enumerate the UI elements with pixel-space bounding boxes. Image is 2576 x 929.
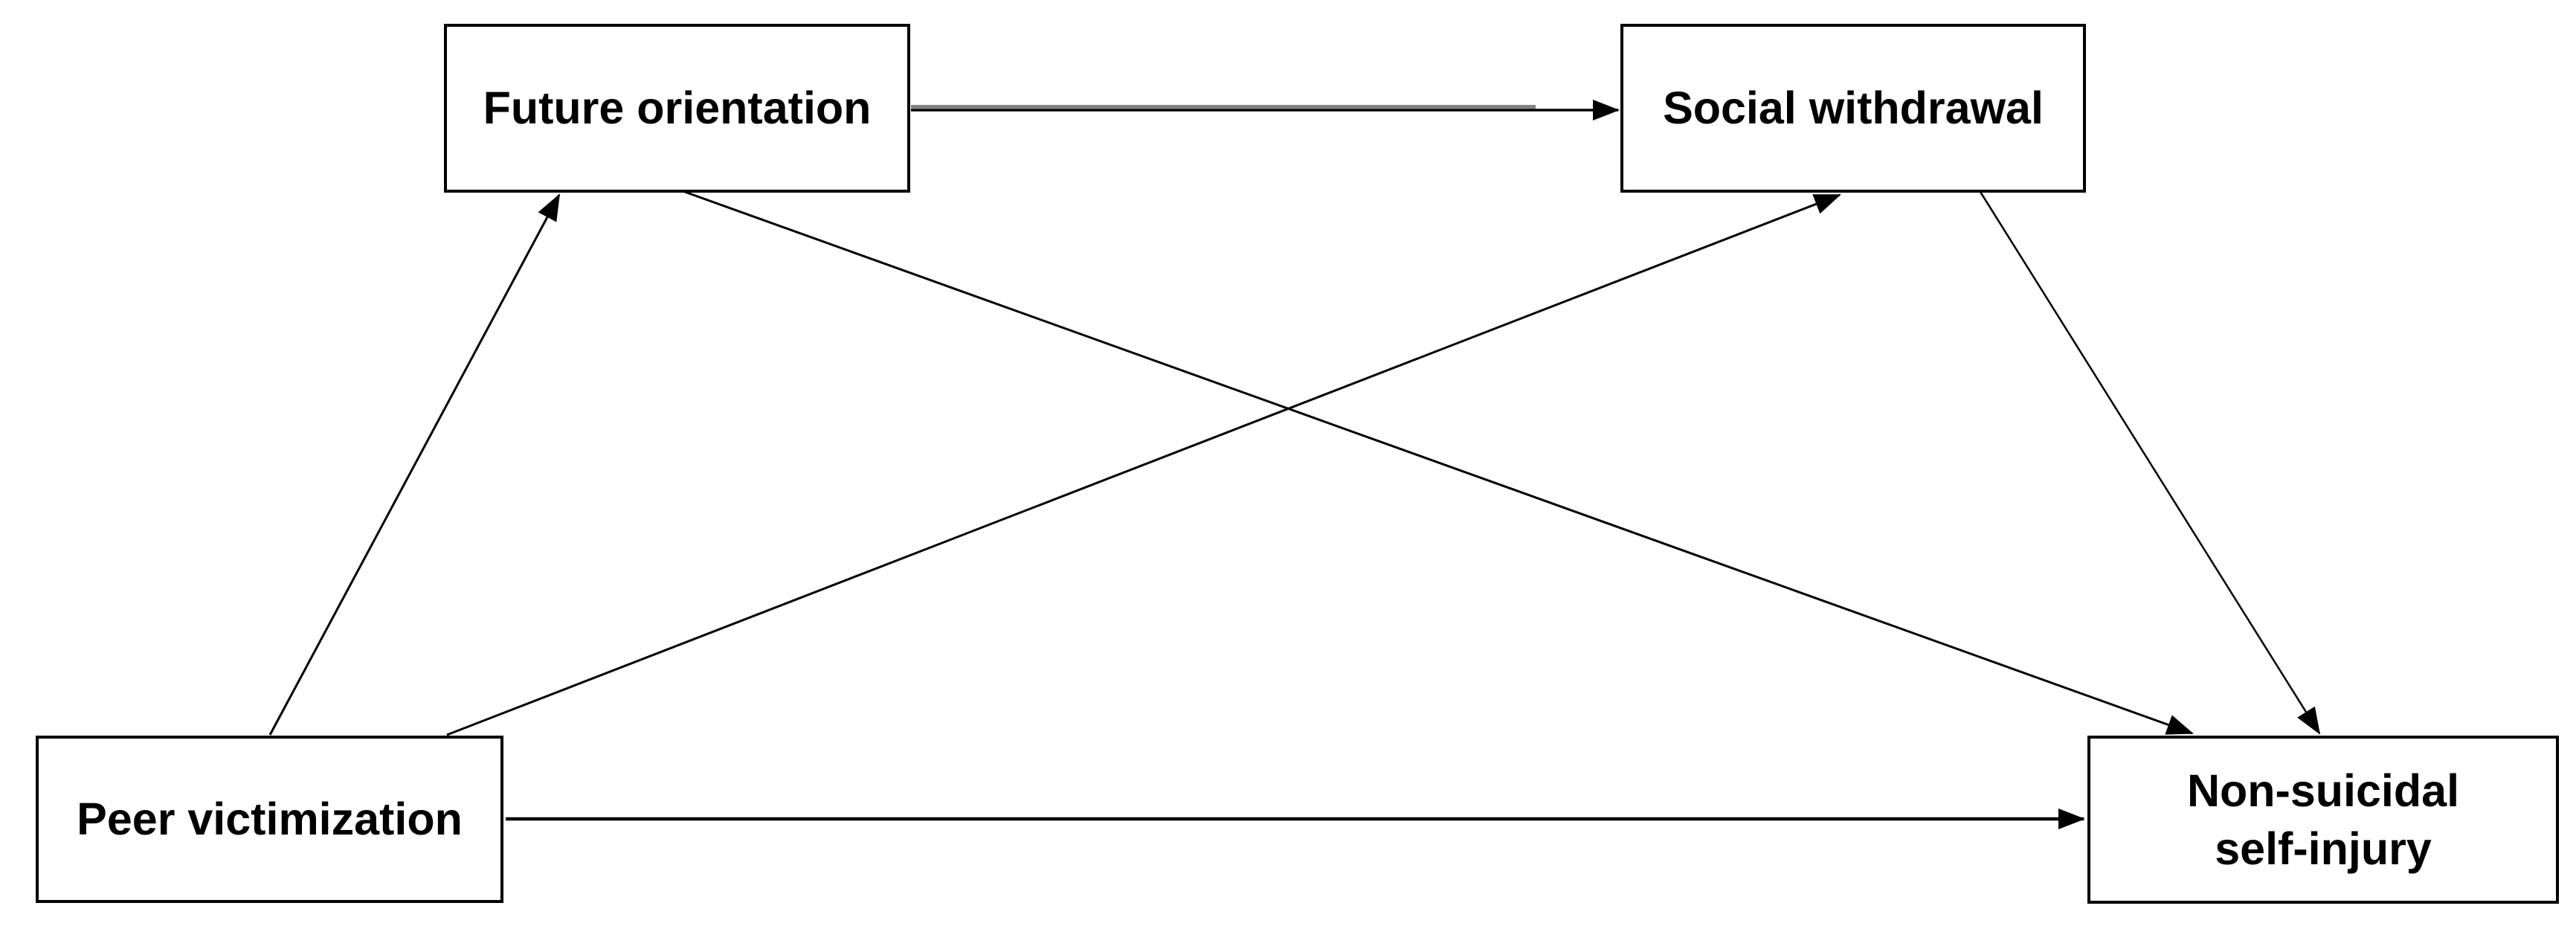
node-non-suicidal-self-injury-label: Non-suicidal self-injury	[2186, 765, 2460, 874]
edge-future-orientation-to-nssi	[684, 190, 2194, 735]
node-future-orientation: Future orientation	[444, 24, 910, 193]
edge-social-withdrawal-to-nssi	[1979, 191, 2321, 735]
edge-peer-victimization-to-future-orientation	[268, 193, 561, 736]
edge-peer-victimization-to-social-withdrawal	[446, 193, 1841, 736]
node-peer-victimization: Peer victimization	[36, 736, 503, 903]
node-future-orientation-label: Future orientation	[483, 83, 872, 134]
node-peer-victimization-label: Peer victimization	[77, 794, 463, 845]
node-social-withdrawal-label: Social withdrawal	[1663, 83, 2044, 134]
node-social-withdrawal: Social withdrawal	[1620, 24, 2086, 193]
node-non-suicidal-self-injury: Non-suicidal self-injury	[2087, 736, 2559, 904]
